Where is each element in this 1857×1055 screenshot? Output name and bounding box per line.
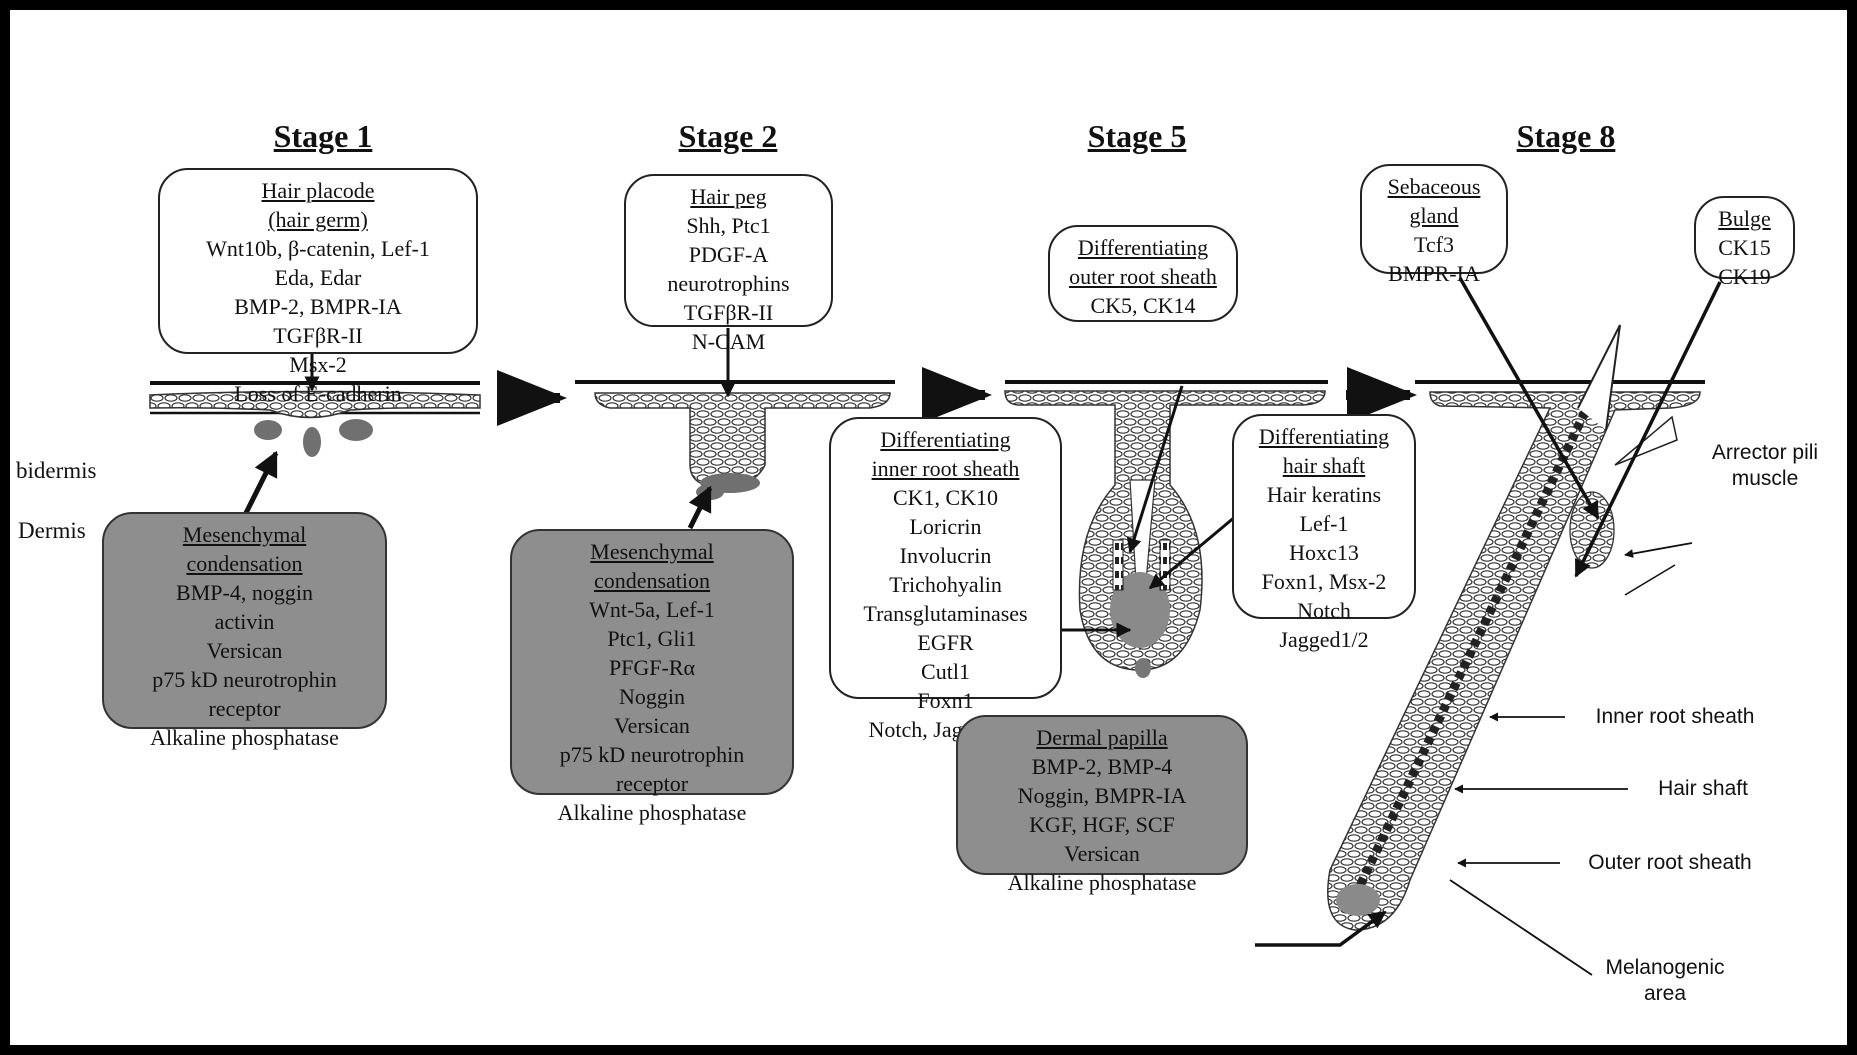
box-marker-line: Ptc1, Gli1	[607, 626, 697, 651]
box-marker-line: Shh, Ptc1	[686, 213, 771, 238]
box-marker-line: Alkaline phosphatase	[557, 800, 747, 825]
stage-1-title: Stage 1	[273, 118, 373, 154]
box-marker-line: KGF, HGF, SCF	[1029, 812, 1175, 837]
inner-root-sheath-label: Inner root sheath	[1595, 705, 1755, 728]
box-marker-line: Versican	[206, 638, 283, 663]
box-marker-line: Trichohyalin	[889, 572, 1002, 597]
box-marker-line: Involucrin	[899, 543, 992, 568]
box-marker-line: receptor	[615, 771, 689, 796]
box-marker-line: Wnt10b, β-catenin, Lef-1	[206, 236, 430, 261]
box-heading-line: Differentiating	[880, 427, 1011, 452]
box-marker-line: CK1, CK10	[892, 485, 999, 510]
arrow-sebaceous	[1458, 277, 1600, 520]
arrector-pili-label: Arrector pili muscle	[1711, 441, 1819, 490]
box-marker-line: p75 kD neurotrophin	[559, 742, 745, 767]
box-marker-line: Hair keratins	[1266, 482, 1382, 507]
box-marker-line: Jagged1/2	[1279, 627, 1369, 652]
box-heading-line: inner root sheath	[871, 456, 1020, 481]
box-marker-line: p75 kD neurotrophin	[152, 667, 337, 692]
stage8-follicle	[1327, 324, 1705, 931]
diagram-art	[149, 277, 1722, 976]
arrow-ors-to-follicle	[1126, 385, 1184, 554]
box-heading-line: Mesenchymal	[590, 539, 714, 564]
stage-5-title: Stage 5	[1087, 118, 1187, 154]
box-marker-line: Loss of E-cadherin	[234, 381, 402, 406]
box-marker-line: BMP-4, noggin	[176, 580, 313, 605]
box-marker-line: Msx-2	[289, 352, 347, 377]
box-heading-line: (hair germ)	[268, 207, 368, 232]
box-heading-line: Differentiating	[1077, 235, 1209, 260]
box-heading-line: gland	[1409, 203, 1459, 228]
outer-root-sheath-label: Outer root sheath	[1588, 851, 1752, 874]
dermis-label: Dermis	[18, 518, 86, 543]
box-marker-line: EGFR	[917, 630, 974, 655]
box-marker-line: TGFβR-II	[683, 300, 774, 325]
hair-placode-box: Hair placode (hair germ) Wnt10b, β-catenin…	[158, 168, 478, 406]
box-heading-line: Bulge	[1718, 206, 1771, 231]
box-marker-line: Alkaline phosphatase	[150, 725, 339, 750]
box-marker-line: Foxn1	[917, 688, 974, 713]
box-marker-line: activin	[214, 609, 275, 634]
box-marker-line: Hoxc13	[1289, 540, 1359, 565]
hair-shaft-label: Hair shaft	[1658, 777, 1748, 800]
box-marker-line: PFGF-Rα	[608, 655, 696, 680]
arrow-mesench2-to-skin	[687, 485, 713, 530]
box-marker-line: Noggin	[619, 684, 685, 709]
box-marker-line: Versican	[1064, 841, 1140, 866]
stage-2-title: Stage 2	[678, 118, 778, 154]
box-heading-line: hair shaft	[1282, 453, 1366, 478]
progression-arrows	[497, 367, 1417, 426]
arrow-mesench1-to-skin	[243, 450, 279, 515]
box-marker-line: Loricrin	[909, 514, 982, 539]
box-marker-line: CK5, CK14	[1090, 293, 1196, 318]
box-heading-line: condensation	[186, 551, 303, 576]
box-marker-line: Cutl1	[921, 659, 970, 684]
box-marker-line: Wnt-5a, Lef-1	[589, 597, 715, 622]
box-marker-line: Foxn1, Msx-2	[1261, 569, 1387, 594]
box-heading-line: Mesenchymal	[182, 522, 307, 547]
box-marker-line: receptor	[208, 696, 281, 721]
box-marker-line: PDGF-A	[688, 242, 769, 267]
box-marker-line: Lef-1	[1299, 511, 1349, 536]
box-heading-line: outer root sheath	[1069, 264, 1217, 289]
box-heading-line: Dermal papilla	[1036, 725, 1168, 750]
box-heading-line: Hair peg	[690, 184, 767, 209]
anatomy-pointers	[1449, 542, 1693, 976]
diagram-canvas: Stage 1 Stage 2 Stage 5 Stage 8 bidermis…	[10, 10, 1847, 1045]
box-marker-line: Transglutaminases	[863, 601, 1028, 626]
box-marker-line: CK15	[1718, 235, 1771, 260]
epidermis-label: bidermis	[16, 458, 97, 483]
box-marker-line: Alkaline phosphatase	[1007, 870, 1197, 895]
box-marker-line: Eda, Edar	[274, 265, 362, 290]
melanogenic-area-label: Melanogenic area	[1605, 956, 1725, 1005]
box-marker-line: Tcf3	[1414, 232, 1454, 257]
box-marker-line: BMPR-IA	[1388, 261, 1480, 286]
arrow-bulge	[1574, 281, 1722, 578]
stage-8-title: Stage 8	[1516, 118, 1616, 154]
box-heading-line: condensation	[593, 568, 711, 593]
box-heading-line: Hair placode	[261, 178, 375, 203]
box-marker-line: Noggin, BMPR-IA	[1017, 783, 1187, 808]
box-marker-line: TGFβR-II	[273, 323, 363, 348]
box-marker-line: BMP-2, BMP-4	[1031, 754, 1173, 779]
arrow-papilla-to-stage8	[1255, 910, 1387, 947]
box-heading-line: Sebaceous	[1387, 174, 1481, 199]
box-marker-line: BMP-2, BMPR-IA	[234, 294, 402, 319]
box-marker-line: CK19	[1718, 264, 1771, 289]
box-heading-line: Differentiating	[1258, 424, 1390, 449]
box-marker-line: neurotrophins	[667, 271, 790, 296]
box-marker-line: Notch	[1297, 598, 1351, 623]
box-marker-line: N-CAM	[691, 329, 766, 354]
arrow-shaft-to-follicle	[1148, 504, 1249, 590]
box-marker-line: Versican	[614, 713, 690, 738]
